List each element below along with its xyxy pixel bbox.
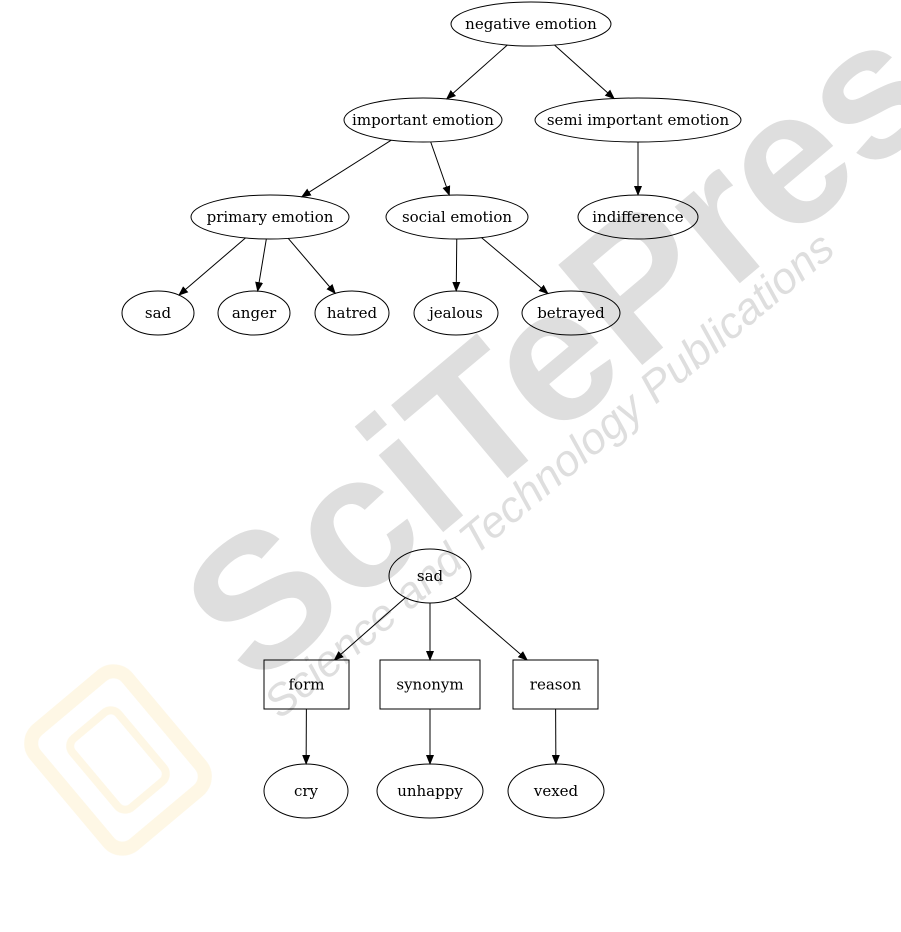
node-sad: sad — [122, 291, 194, 335]
node-important: important emotion — [344, 98, 502, 142]
node-label: reason — [530, 676, 582, 694]
node-label: form — [289, 676, 325, 694]
node-label: sad — [417, 567, 444, 585]
edge-primary-to-sad — [179, 238, 246, 295]
edge-primary-to-hatred — [288, 238, 335, 293]
node-cry: cry — [264, 764, 348, 818]
node-label: cry — [294, 782, 319, 800]
node-label: synonym — [396, 676, 463, 694]
node-semi: semi important emotion — [535, 98, 741, 142]
edge-negative-to-important — [447, 45, 508, 99]
node-negative: negative emotion — [451, 2, 611, 46]
node-label: indifference — [592, 208, 684, 226]
node-label: primary emotion — [207, 208, 334, 226]
node-label: hatred — [327, 304, 378, 322]
edge-important-to-social — [431, 142, 450, 195]
node-social: social emotion — [386, 195, 528, 239]
edge-sad2-to-reason — [455, 597, 527, 660]
node-label: negative emotion — [465, 15, 597, 33]
node-label: unhappy — [397, 782, 463, 800]
edge-primary-to-anger — [258, 239, 267, 291]
node-primary: primary emotion — [191, 195, 349, 239]
node-label: semi important emotion — [547, 111, 730, 129]
node-label: important emotion — [352, 111, 494, 129]
node-synonym: synonym — [380, 660, 480, 709]
node-unhappy: unhappy — [377, 764, 483, 818]
node-label: anger — [232, 304, 277, 322]
node-label: sad — [145, 304, 172, 322]
edge-social-to-jealous — [456, 239, 457, 291]
node-label: social emotion — [402, 208, 512, 226]
node-vexed: vexed — [508, 764, 604, 818]
node-label: betrayed — [537, 304, 605, 322]
watermark-logo-icon — [24, 664, 212, 856]
watermark-brand: SciTePress — [145, 0, 901, 721]
edge-important-to-primary — [302, 140, 391, 197]
edge-negative-to-semi — [554, 45, 614, 99]
node-label: vexed — [533, 782, 579, 800]
node-label: jealous — [427, 304, 483, 322]
node-hatred: hatred — [315, 291, 389, 335]
node-anger: anger — [218, 291, 290, 335]
node-reason: reason — [513, 660, 598, 709]
